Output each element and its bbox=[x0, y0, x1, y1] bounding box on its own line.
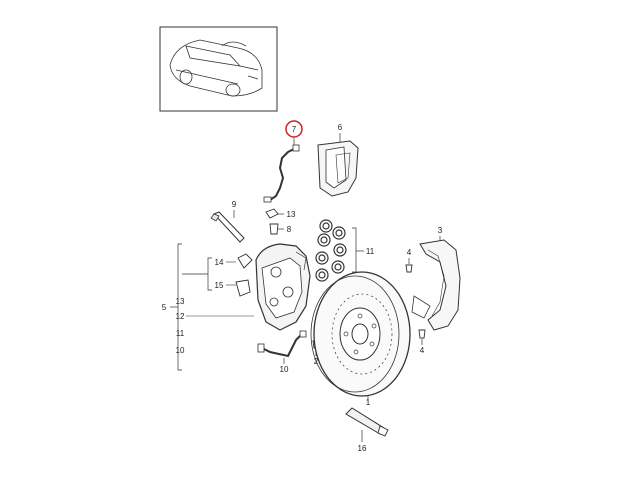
part-5-caliper-set-bracket: 5 bbox=[162, 243, 182, 371]
part-4-screw-lower: 4 bbox=[418, 329, 426, 355]
part-number-9: 9 bbox=[232, 200, 237, 209]
part-number-8: 8 bbox=[287, 225, 292, 234]
part-number-7: 7 bbox=[292, 125, 297, 134]
part-10-brake-line: 10 bbox=[257, 330, 307, 374]
part-number-12: 12 bbox=[176, 312, 185, 321]
part-number-11-lower: 11 bbox=[176, 329, 185, 338]
part-1-brake-disc: 1 bbox=[310, 271, 411, 407]
part-11-seals: 11 bbox=[315, 219, 375, 282]
part-13-upper-clip: 13 bbox=[265, 208, 296, 219]
part-number-10-left: 10 bbox=[176, 346, 185, 355]
part-8-bleed-screw: 8 bbox=[269, 223, 292, 235]
vehicle-thumbnail bbox=[159, 26, 278, 112]
part-number-13-upper: 13 bbox=[287, 210, 296, 219]
part-16-paste-tube: 16 bbox=[345, 407, 389, 453]
part-number-5: 5 bbox=[162, 303, 167, 312]
part-15-clip bbox=[235, 279, 251, 297]
part-number-11: 11 bbox=[366, 247, 375, 256]
part-3-dust-shield: 3 bbox=[411, 226, 461, 331]
part-14-clip bbox=[237, 253, 253, 269]
highlight-ring bbox=[285, 120, 303, 138]
part-9-bolt: 9 bbox=[210, 200, 245, 243]
part-number-15: 15 bbox=[215, 281, 224, 290]
part-number-14: 14 bbox=[215, 258, 224, 267]
part-4-screw-upper: 4 bbox=[405, 248, 413, 273]
part-14-15-bracket: 14 15 bbox=[182, 257, 236, 291]
brake-caliper bbox=[255, 243, 311, 331]
part-number-16: 16 bbox=[358, 444, 367, 453]
part-number-4-lower: 4 bbox=[420, 346, 425, 355]
part-number-10-bottom: 10 bbox=[280, 365, 289, 374]
part-number-3: 3 bbox=[438, 226, 443, 235]
part-number-1: 1 bbox=[366, 398, 371, 407]
part-number-6: 6 bbox=[338, 123, 343, 132]
part-6-brake-pads: 6 bbox=[317, 123, 359, 197]
part-number-4-upper: 4 bbox=[407, 248, 412, 257]
part-7-wear-sensor: 7 bbox=[263, 120, 303, 203]
part-number-13-lower: 13 bbox=[176, 297, 185, 306]
